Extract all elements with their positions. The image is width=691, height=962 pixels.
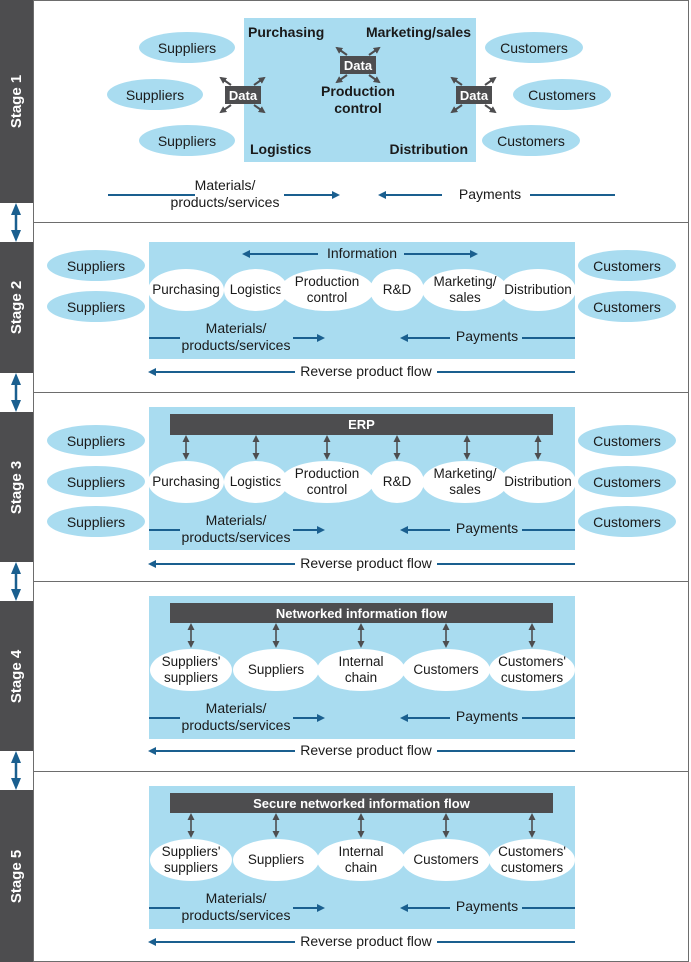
function-oval: Purchasing [148, 269, 224, 311]
stage-tab-3 [0, 412, 33, 562]
materials-label: Materials/ products/services [181, 890, 291, 923]
production-control-label: Production control [321, 83, 395, 116]
supplier-oval: Suppliers [139, 125, 235, 156]
payments-label: Payments [455, 708, 519, 724]
reverse-flow-label: Reverse product flow [300, 363, 432, 379]
reverse-flow-label: Reverse product flow [300, 933, 432, 949]
chain-node-oval: Customers [402, 649, 490, 691]
reverse-flow-label: Reverse product flow [300, 742, 432, 758]
logistics-label: Logistics [250, 141, 312, 157]
stage-1-center-box [244, 18, 476, 162]
chain-node-oval: Customers [402, 839, 490, 881]
supplier-oval: Suppliers [47, 466, 145, 497]
customer-oval: Customers [578, 291, 676, 322]
function-oval: Production control [280, 269, 374, 311]
supplier-oval: Suppliers [47, 506, 145, 537]
materials-label: Materials/ products/services [181, 320, 291, 353]
data-tag: Data [340, 56, 376, 74]
chain-node-oval: Internal chain [317, 839, 405, 881]
function-oval: Logistics [224, 461, 288, 503]
erp-bar: ERP [170, 414, 553, 435]
stage-tab-4 [0, 601, 33, 751]
customer-oval: Customers [578, 250, 676, 281]
chain-node-oval: Suppliers' suppliers [150, 649, 232, 691]
distribution-label: Distribution [389, 141, 468, 157]
purchasing-label: Purchasing [248, 24, 325, 40]
data-tag: Data [225, 86, 261, 104]
payments-label: Payments [455, 898, 519, 914]
reverse-flow-label: Reverse product flow [300, 555, 432, 571]
function-oval: R&D [370, 269, 424, 311]
stage-1-label: Stage 1 [8, 74, 26, 129]
stage-5-label: Stage 5 [8, 849, 26, 903]
information-label: Information [320, 245, 404, 262]
supplier-oval: Suppliers [47, 291, 145, 322]
marketing-sales-label: Marketing/sales [365, 24, 471, 40]
stage-tab-5 [0, 790, 33, 962]
customer-oval: Customers [482, 125, 580, 156]
function-oval: Marketing/ sales [422, 461, 508, 503]
supplier-oval: Suppliers [47, 250, 145, 281]
function-oval: Production control [280, 461, 374, 503]
chain-node-oval: Suppliers [233, 649, 319, 691]
chain-node-oval: Suppliers [233, 839, 319, 881]
function-oval: Distribution [500, 269, 576, 311]
supplier-oval: Suppliers [139, 32, 235, 63]
chain-node-oval: Customers' customers [489, 839, 575, 881]
customer-oval: Customers [485, 32, 583, 63]
stage-3-label: Stage 3 [8, 460, 26, 514]
secure-info-bar: Secure networked information flow [170, 793, 553, 813]
customer-oval: Customers [578, 466, 676, 497]
supplier-oval: Suppliers [107, 79, 203, 110]
data-tag: Data [456, 86, 492, 104]
function-oval: Distribution [500, 461, 576, 503]
stage-tab-1 [0, 0, 33, 203]
payments-label: Payments [458, 186, 522, 202]
customer-oval: Customers [513, 79, 611, 110]
customer-oval: Customers [578, 506, 676, 537]
payments-label: Payments [455, 520, 519, 536]
function-oval: R&D [370, 461, 424, 503]
networked-info-bar: Networked information flow [170, 603, 553, 623]
materials-label: Materials/ products/services [170, 177, 280, 210]
payments-label: Payments [455, 328, 519, 344]
materials-label: Materials/ products/services [181, 512, 291, 545]
function-oval: Purchasing [148, 461, 224, 503]
customer-oval: Customers [578, 425, 676, 456]
function-oval: Logistics [224, 269, 288, 311]
materials-label: Materials/ products/services [181, 700, 291, 733]
chain-node-oval: Customers' customers [489, 649, 575, 691]
stage-tab-2 [0, 242, 33, 373]
chain-node-oval: Internal chain [317, 649, 405, 691]
stage-2-label: Stage 2 [8, 280, 26, 335]
stage-4-label: Stage 4 [8, 649, 26, 703]
supplier-oval: Suppliers [47, 425, 145, 456]
function-oval: Marketing/ sales [422, 269, 508, 311]
chain-node-oval: Suppliers' suppliers [150, 839, 232, 881]
